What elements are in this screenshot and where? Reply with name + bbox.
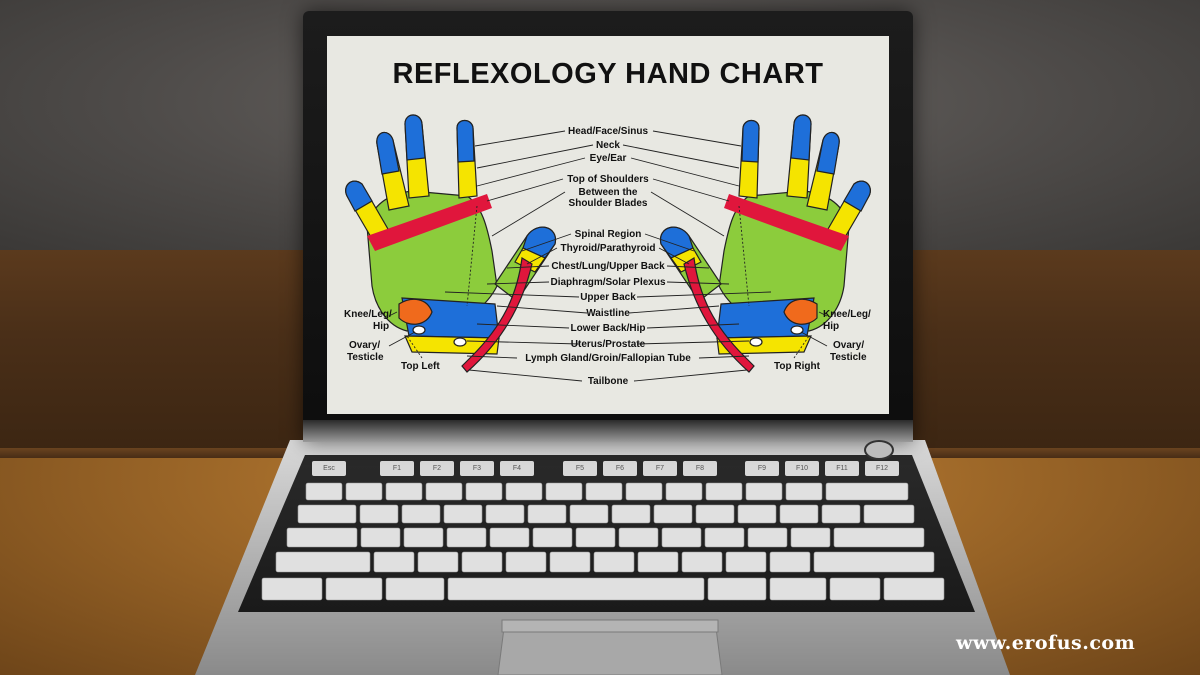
label-chest-lung: Chest/Lung/Upper Back (551, 261, 665, 272)
label-left-testicle: Testicle (347, 352, 384, 363)
key-f9[interactable]: F9 (745, 461, 779, 476)
key-f5[interactable]: F5 (563, 461, 597, 476)
laptop-hinge (303, 420, 913, 442)
key-f1[interactable]: F1 (380, 461, 414, 476)
label-tailbone: Tailbone (587, 376, 629, 387)
key-label: F6 (615, 465, 625, 472)
left-hand (345, 114, 556, 373)
label-top-left: Top Left (401, 361, 440, 372)
label-spinal-region: Spinal Region (574, 229, 642, 240)
label-diaphragm: Diaphragm/Solar Plexus (550, 277, 666, 288)
label-right-testicle: Testicle (830, 352, 867, 363)
label-right-ovary: Ovary/ (833, 340, 865, 351)
hand-illustration (345, 114, 871, 382)
laptop-screen: REFLEXOLOGY HAND CHART Head/Face/Sinus N… (327, 36, 889, 414)
key-label: F4 (512, 465, 522, 472)
label-top-of-shoulders: Top of Shoulders (567, 174, 649, 185)
key-label: F8 (695, 465, 705, 472)
label-neck: Neck (596, 140, 620, 151)
label-right-hip: Hip (823, 321, 840, 332)
key-label: F9 (757, 465, 767, 472)
key-esc[interactable]: Esc (312, 461, 346, 476)
key-f2[interactable]: F2 (420, 461, 454, 476)
key-label: F7 (655, 465, 665, 472)
label-upper-back: Upper Back (580, 292, 636, 303)
label-shoulder-blades: Shoulder Blades (568, 198, 648, 209)
label-between-the: Between the (578, 187, 638, 198)
key-label: F5 (575, 465, 585, 472)
right-hand (660, 114, 871, 373)
label-left-hip: Hip (373, 321, 390, 332)
label-left-ovary: Ovary/ (349, 340, 381, 351)
label-left-knee-leg: Knee/Leg/ (344, 309, 392, 320)
key-f12[interactable]: F12 (865, 461, 899, 476)
label-lower-back-hip: Lower Back/Hip (570, 323, 646, 334)
label-lymph-gland: Lymph Gland/Groin/Fallopian Tube (525, 353, 691, 364)
key-f11[interactable]: F11 (825, 461, 859, 476)
chart-title: REFLEXOLOGY HAND CHART (392, 58, 824, 90)
label-top-right: Top Right (774, 361, 820, 372)
label-head-face-sinus: Head/Face/Sinus (567, 126, 649, 137)
key-label: F12 (875, 465, 889, 472)
key-label: F1 (392, 465, 402, 472)
power-button[interactable] (864, 440, 894, 460)
key-f4[interactable]: F4 (500, 461, 534, 476)
key-f6[interactable]: F6 (603, 461, 637, 476)
key-f7[interactable]: F7 (643, 461, 677, 476)
key-label: Esc (323, 465, 335, 472)
watermark: www.erofus.com (956, 632, 1136, 654)
leader-lines (388, 130, 828, 382)
label-thyroid: Thyroid/Parathyroid (560, 243, 656, 254)
key-f10[interactable]: F10 (785, 461, 819, 476)
label-right-knee-leg: Knee/Leg/ (823, 309, 871, 320)
key-label: F10 (795, 465, 809, 472)
key-label: F2 (432, 465, 442, 472)
key-f3[interactable]: F3 (460, 461, 494, 476)
key-f8[interactable]: F8 (683, 461, 717, 476)
key-label: F3 (472, 465, 482, 472)
label-uterus-prostate: Uterus/Prostate (570, 339, 646, 350)
key-label: F11 (836, 465, 848, 472)
label-eye-ear: Eye/Ear (589, 153, 627, 164)
label-waistline: Waistline (586, 308, 630, 319)
